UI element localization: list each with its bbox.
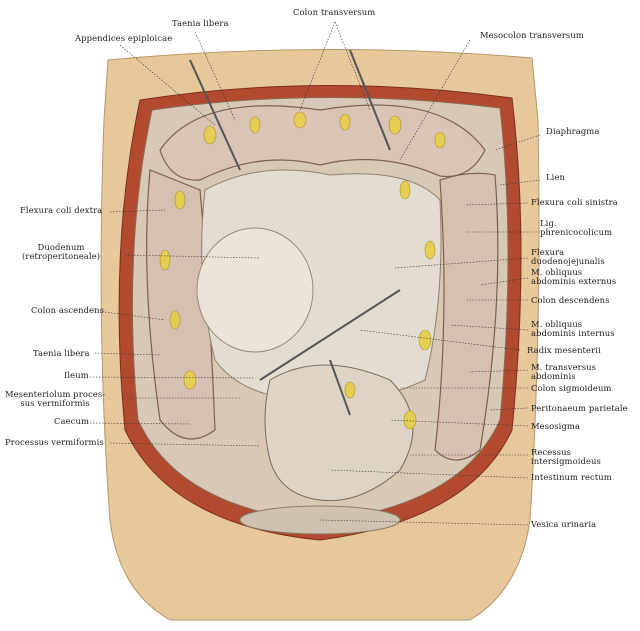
label-appendices-epiploicae: Appendices epiploicae bbox=[75, 33, 173, 43]
label-colon-transversum: Colon transversum bbox=[293, 7, 376, 17]
colon-transversum-shape bbox=[159, 104, 486, 181]
label-vesica-urinaria: Vesica urinaria bbox=[531, 519, 597, 529]
label-caecum: Caecum bbox=[54, 416, 89, 426]
label-m-transversus: M. transversus abdominis bbox=[531, 362, 597, 381]
label-mesosigma: Mesosigma bbox=[531, 421, 581, 431]
label-ileum: Ileum bbox=[64, 370, 89, 380]
label-colon-sigmoideum: Colon sigmoideum bbox=[531, 383, 612, 393]
label-m-obliquus-externus: M. obliquus abdominis externus bbox=[531, 267, 617, 286]
label-taenia-libera-left: Taenia libera bbox=[33, 348, 90, 358]
label-flexura-coli-sinistra: Flexura coli sinistra bbox=[531, 197, 618, 207]
label-processus-vermiformis: Processus vermiformis bbox=[5, 437, 104, 447]
colon-descendens-shape bbox=[434, 172, 499, 461]
label-lien: Lien bbox=[546, 172, 565, 182]
label-lig-phrenicocolicum: Lig. phrenicocolicum bbox=[540, 218, 613, 237]
label-flexura-duodenojejunalis: Flexura duodenojejunalis bbox=[531, 247, 605, 266]
label-flexura-coli-dextra: Flexura coli dextra bbox=[20, 205, 103, 215]
duodenum-shape bbox=[196, 227, 314, 353]
label-m-obliquus-internus: M. obliquus abdominis internus bbox=[531, 319, 615, 338]
leader-lines bbox=[89, 21, 541, 526]
label-mesocolon-transversum: Mesocolon transversum bbox=[480, 30, 584, 40]
sigmoid-rectum-shape bbox=[264, 364, 414, 502]
label-radix-mesenterii: Radix mesenterii bbox=[527, 345, 601, 355]
label-duodenum: Duodenum (retroperitoneale) bbox=[22, 242, 101, 261]
label-colon-descendens: Colon descendens bbox=[531, 295, 610, 305]
label-mesenteriolum: Mesenteriolum proces- sus vermiformis bbox=[5, 389, 106, 408]
label-peritonaeum-parietale: Peritonaeum parietale bbox=[531, 403, 628, 413]
label-taenia-libera-top: Taenia libera bbox=[172, 18, 229, 28]
label-colon-ascendens: Colon ascendens bbox=[31, 305, 105, 315]
appendices-epiploicae-shapes bbox=[159, 111, 446, 430]
label-recessus-intersigmoideus: Recessus intersigmoideus bbox=[531, 447, 601, 466]
label-intestinum-rectum: Intestinum rectum bbox=[531, 472, 612, 482]
label-diaphragma: Diaphragma bbox=[546, 126, 600, 136]
retractor-instruments bbox=[189, 49, 401, 416]
